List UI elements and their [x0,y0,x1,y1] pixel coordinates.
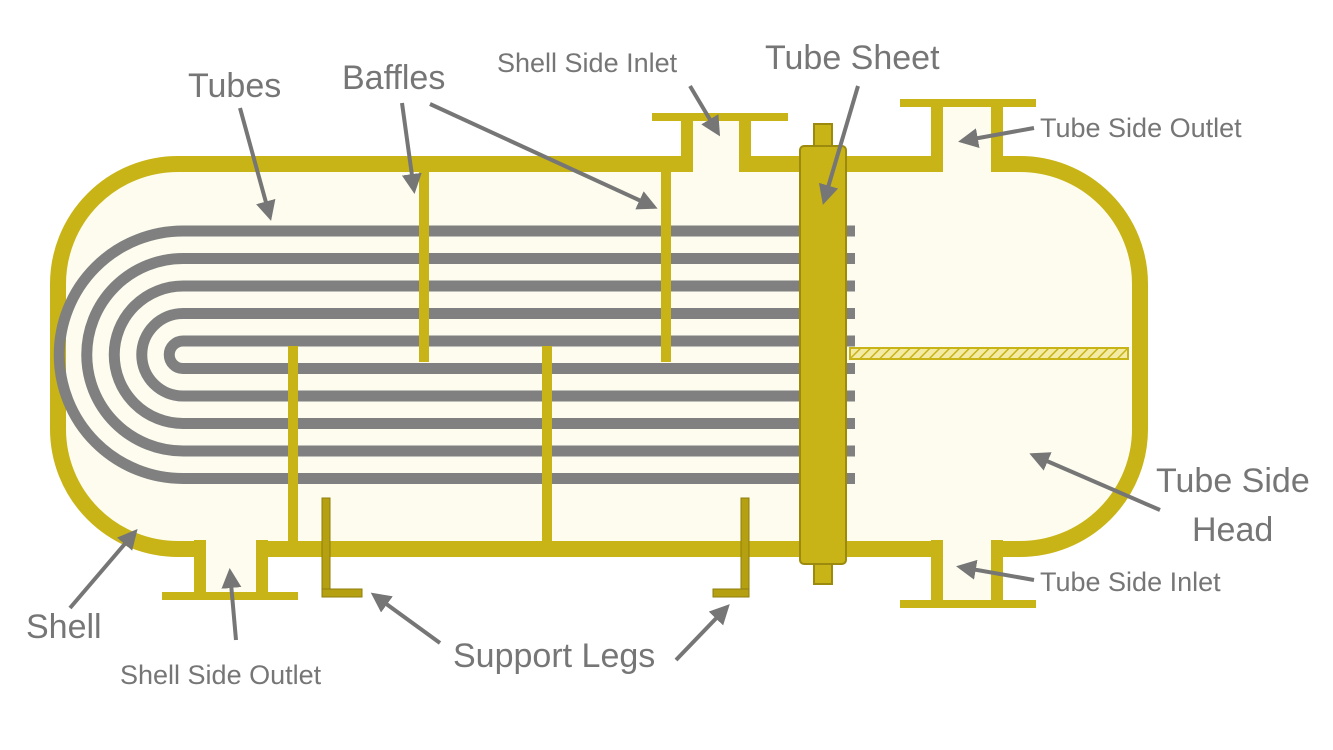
tube-side-outlet-nozzle [900,99,1036,173]
arrow-baffles-2 [429,102,658,210]
u-tube [108,280,855,429]
arrow-shell-side-inlet [688,84,721,137]
tube-sheet [799,123,847,585]
arrow-baffles-1 [400,102,422,194]
arrow-tube-side-outlet [958,126,1035,148]
label-tube-side-head-line2: Head [1192,511,1273,549]
support-leg-left [321,497,363,598]
tube-side-inlet-nozzle [900,540,1036,608]
baffles [288,172,671,541]
u-tube [81,253,855,457]
label-tubes: Tubes [188,67,281,105]
label-tube-side-outlet: Tube Side Outlet [1040,113,1242,143]
support-leg-right [712,497,750,598]
label-baffles: Baffles [342,59,445,97]
pass-partition-plate [849,347,1129,360]
arrow-shell [68,528,138,610]
label-shell: Shell [26,608,102,646]
arrow-tube-side-inlet [956,559,1035,582]
arrow-tube-side-head [1029,452,1161,512]
label-tube-side-inlet: Tube Side Inlet [1040,567,1221,597]
arrow-tubes [238,107,276,221]
label-tube-sheet: Tube Sheet [765,39,940,77]
arrow-support-legs-left [370,592,442,645]
label-support-legs: Support Legs [453,637,655,675]
u-tube [163,335,855,374]
arrow-support-legs-right [674,604,730,662]
label-tube-side-head-line1: Tube Side [1156,462,1310,500]
label-shell-side-outlet: Shell Side Outlet [120,660,322,690]
tube-bundle [53,225,855,484]
labels: Tubes Baffles Shell Side Inlet Tube Shee… [26,39,1310,690]
arrow-tube-sheet [818,85,860,205]
u-tube [53,225,855,484]
u-tube [136,308,855,402]
label-shell-side-inlet: Shell Side Inlet [497,48,678,78]
arrow-shell-side-outlet [221,568,242,641]
leader-arrows [68,84,1161,662]
support-legs [321,497,750,598]
